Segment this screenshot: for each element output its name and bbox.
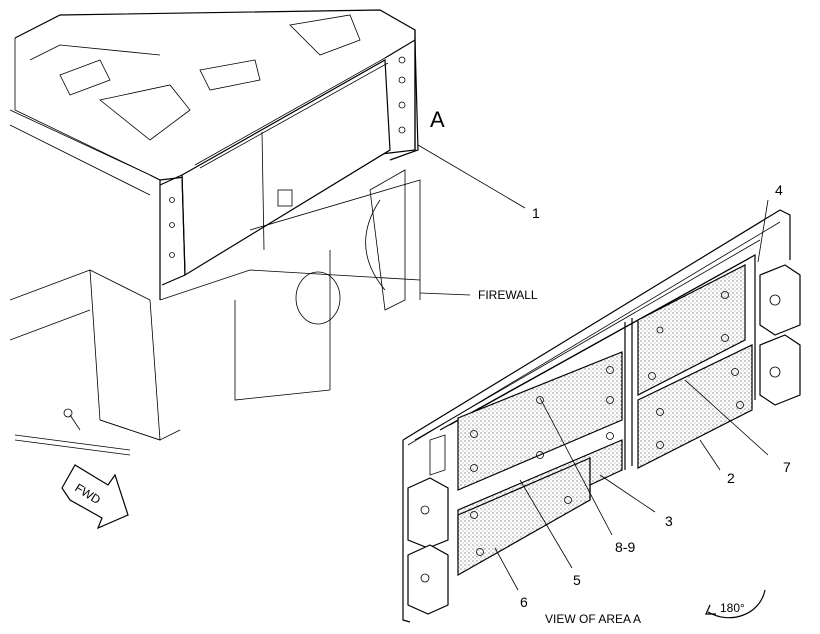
rotation-arrow-icon (707, 589, 766, 619)
view-marker-a: A (430, 107, 445, 132)
callout-3: 3 (665, 513, 673, 529)
callout-7: 7 (783, 459, 791, 475)
callout-8-9: 8-9 (615, 539, 635, 555)
fwd-label: FWD (72, 481, 103, 508)
leaders (494, 199, 769, 591)
leader-firewall (419, 292, 471, 296)
leader-6 (494, 547, 519, 591)
panel-7 (637, 264, 746, 396)
firewall-label: FIREWALL (478, 288, 538, 302)
flange-holes (398, 56, 406, 134)
callout-4: 4 (775, 182, 783, 198)
cab-assembly (9, 9, 421, 456)
bolts (470, 291, 744, 556)
leader-1 (417, 144, 526, 209)
right-brackets (759, 264, 801, 406)
leader-4 (757, 199, 769, 263)
leader-3 (599, 474, 656, 513)
left-brackets (407, 434, 449, 615)
leader-5 (519, 479, 573, 569)
panel-2 (637, 344, 753, 469)
rotation-label: 180° (720, 601, 745, 615)
fwd-arrow (61, 464, 129, 530)
callout-2: 2 (727, 470, 735, 486)
area-a-view (402, 199, 801, 623)
callout-1: 1 (532, 205, 540, 221)
leader-7 (684, 379, 769, 456)
panel-upper-left (457, 351, 623, 491)
leader-8-9 (539, 397, 613, 536)
callout-5: 5 (573, 572, 581, 588)
callout-6: 6 (520, 594, 528, 610)
insulation-panels (457, 264, 753, 577)
leader-2 (699, 439, 721, 471)
panel-6 (457, 457, 591, 577)
view-caption: VIEW OF AREA A (545, 612, 641, 626)
